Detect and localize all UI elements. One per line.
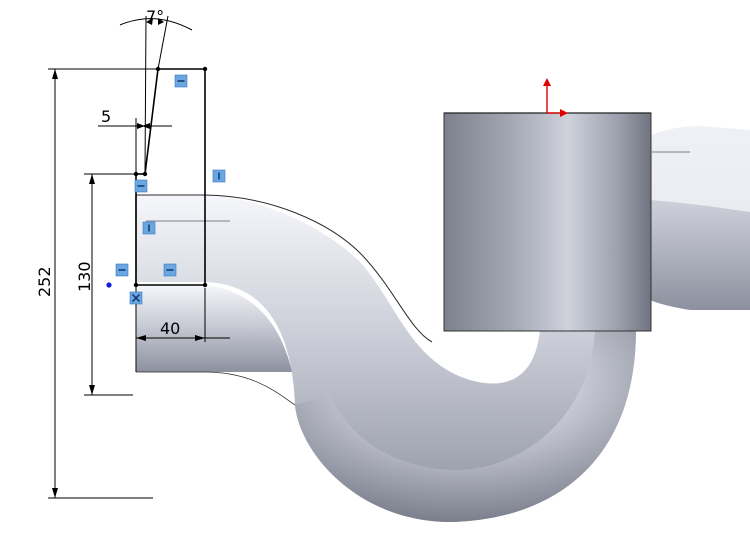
pipe-model[interactable] [135,78,750,522]
pipe-lower-bend[interactable] [136,195,636,522]
dimension-height-inner[interactable]: 130 [75,173,136,396]
vertical-relation-icon[interactable] [142,221,156,235]
sketch-point[interactable] [202,282,208,288]
pipe-silhouette-bottom [136,371,296,406]
triad-arrow-icon[interactable] [543,78,568,117]
sketch-point[interactable] [133,282,139,288]
dimension-height-total[interactable]: 252 [35,68,158,499]
trap-box[interactable] [443,112,652,332]
horizontal-relation-icon[interactable] [174,74,188,88]
sketch-relations[interactable] [115,74,226,305]
dimension-angle-label[interactable]: 7° [146,7,164,26]
dimension-height-inner-label[interactable]: 130 [75,261,94,292]
dimension-angle[interactable]: 7° [119,7,193,175]
horizontal-relation-icon[interactable] [163,263,177,277]
pipe-silhouette-top [136,194,433,343]
horizontal-relation-icon[interactable] [115,263,129,277]
sketch-angled-line[interactable] [144,68,159,175]
vertical-relation-icon[interactable] [212,169,226,183]
dimension-width-label[interactable]: 40 [160,319,180,338]
horizontal-relation-icon[interactable] [134,179,148,193]
origin-point[interactable] [106,282,112,288]
sketch-profile[interactable] [106,66,208,288]
sketch-point[interactable] [202,66,208,72]
dimension-offset[interactable]: 5 [98,107,172,174]
dimension-offset-label[interactable]: 5 [101,107,111,126]
fix-relation-icon[interactable] [129,291,143,305]
dimension-height-total-label[interactable]: 252 [35,266,54,297]
pipe-inlet-lower[interactable] [136,285,292,372]
dimension-width[interactable]: 40 [136,288,230,342]
pipe-bowl-surface[interactable] [295,330,636,522]
